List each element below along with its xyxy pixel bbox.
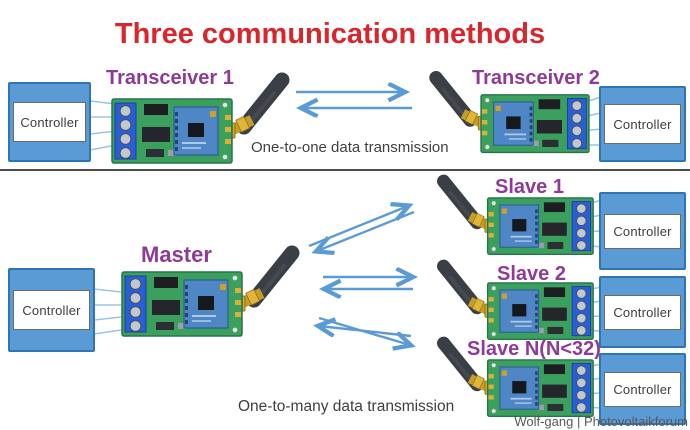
- credit-watermark: Wolf-gang | Photovoltaikforum: [514, 414, 688, 429]
- arrows-master-slave2: [323, 277, 413, 289]
- controller-label: Controller: [604, 371, 681, 407]
- slaveN-label: Slave N(N<32): [467, 338, 601, 360]
- controller-label: Controller: [13, 290, 90, 330]
- master-label: Master: [141, 242, 212, 267]
- transceiver1-label: Transceiver 1: [106, 67, 234, 89]
- controller-box-right: Controller: [599, 86, 686, 162]
- controller-box-slave1: Controller: [599, 192, 686, 270]
- transceiver2-label: Transceiver 2: [472, 67, 600, 89]
- controller-box-slaveN: Controller: [599, 353, 686, 425]
- controller-label: Controller: [604, 213, 681, 249]
- controller-box-slave2: Controller: [599, 276, 686, 348]
- arrows-master-slave1: [308, 206, 415, 251]
- section-divider: [0, 169, 690, 171]
- arrows-one-to-one: [296, 92, 412, 108]
- page-title: Three communication methods: [114, 18, 546, 50]
- one-to-one-caption: One-to-one data transmission: [251, 139, 449, 156]
- controller-box-master: Controller: [8, 268, 95, 352]
- controller-label: Controller: [13, 102, 86, 142]
- one-to-many-caption: One-to-many data transmission: [238, 398, 455, 415]
- wires-controller-master: [93, 288, 122, 335]
- slave1-label: Slave 1: [495, 176, 564, 198]
- controller-label: Controller: [604, 294, 681, 330]
- arrows-master-slaveN: [319, 316, 411, 345]
- controller-box-left: Controller: [8, 82, 91, 162]
- slave2-label: Slave 2: [497, 263, 566, 285]
- controller-label: Controller: [604, 104, 681, 144]
